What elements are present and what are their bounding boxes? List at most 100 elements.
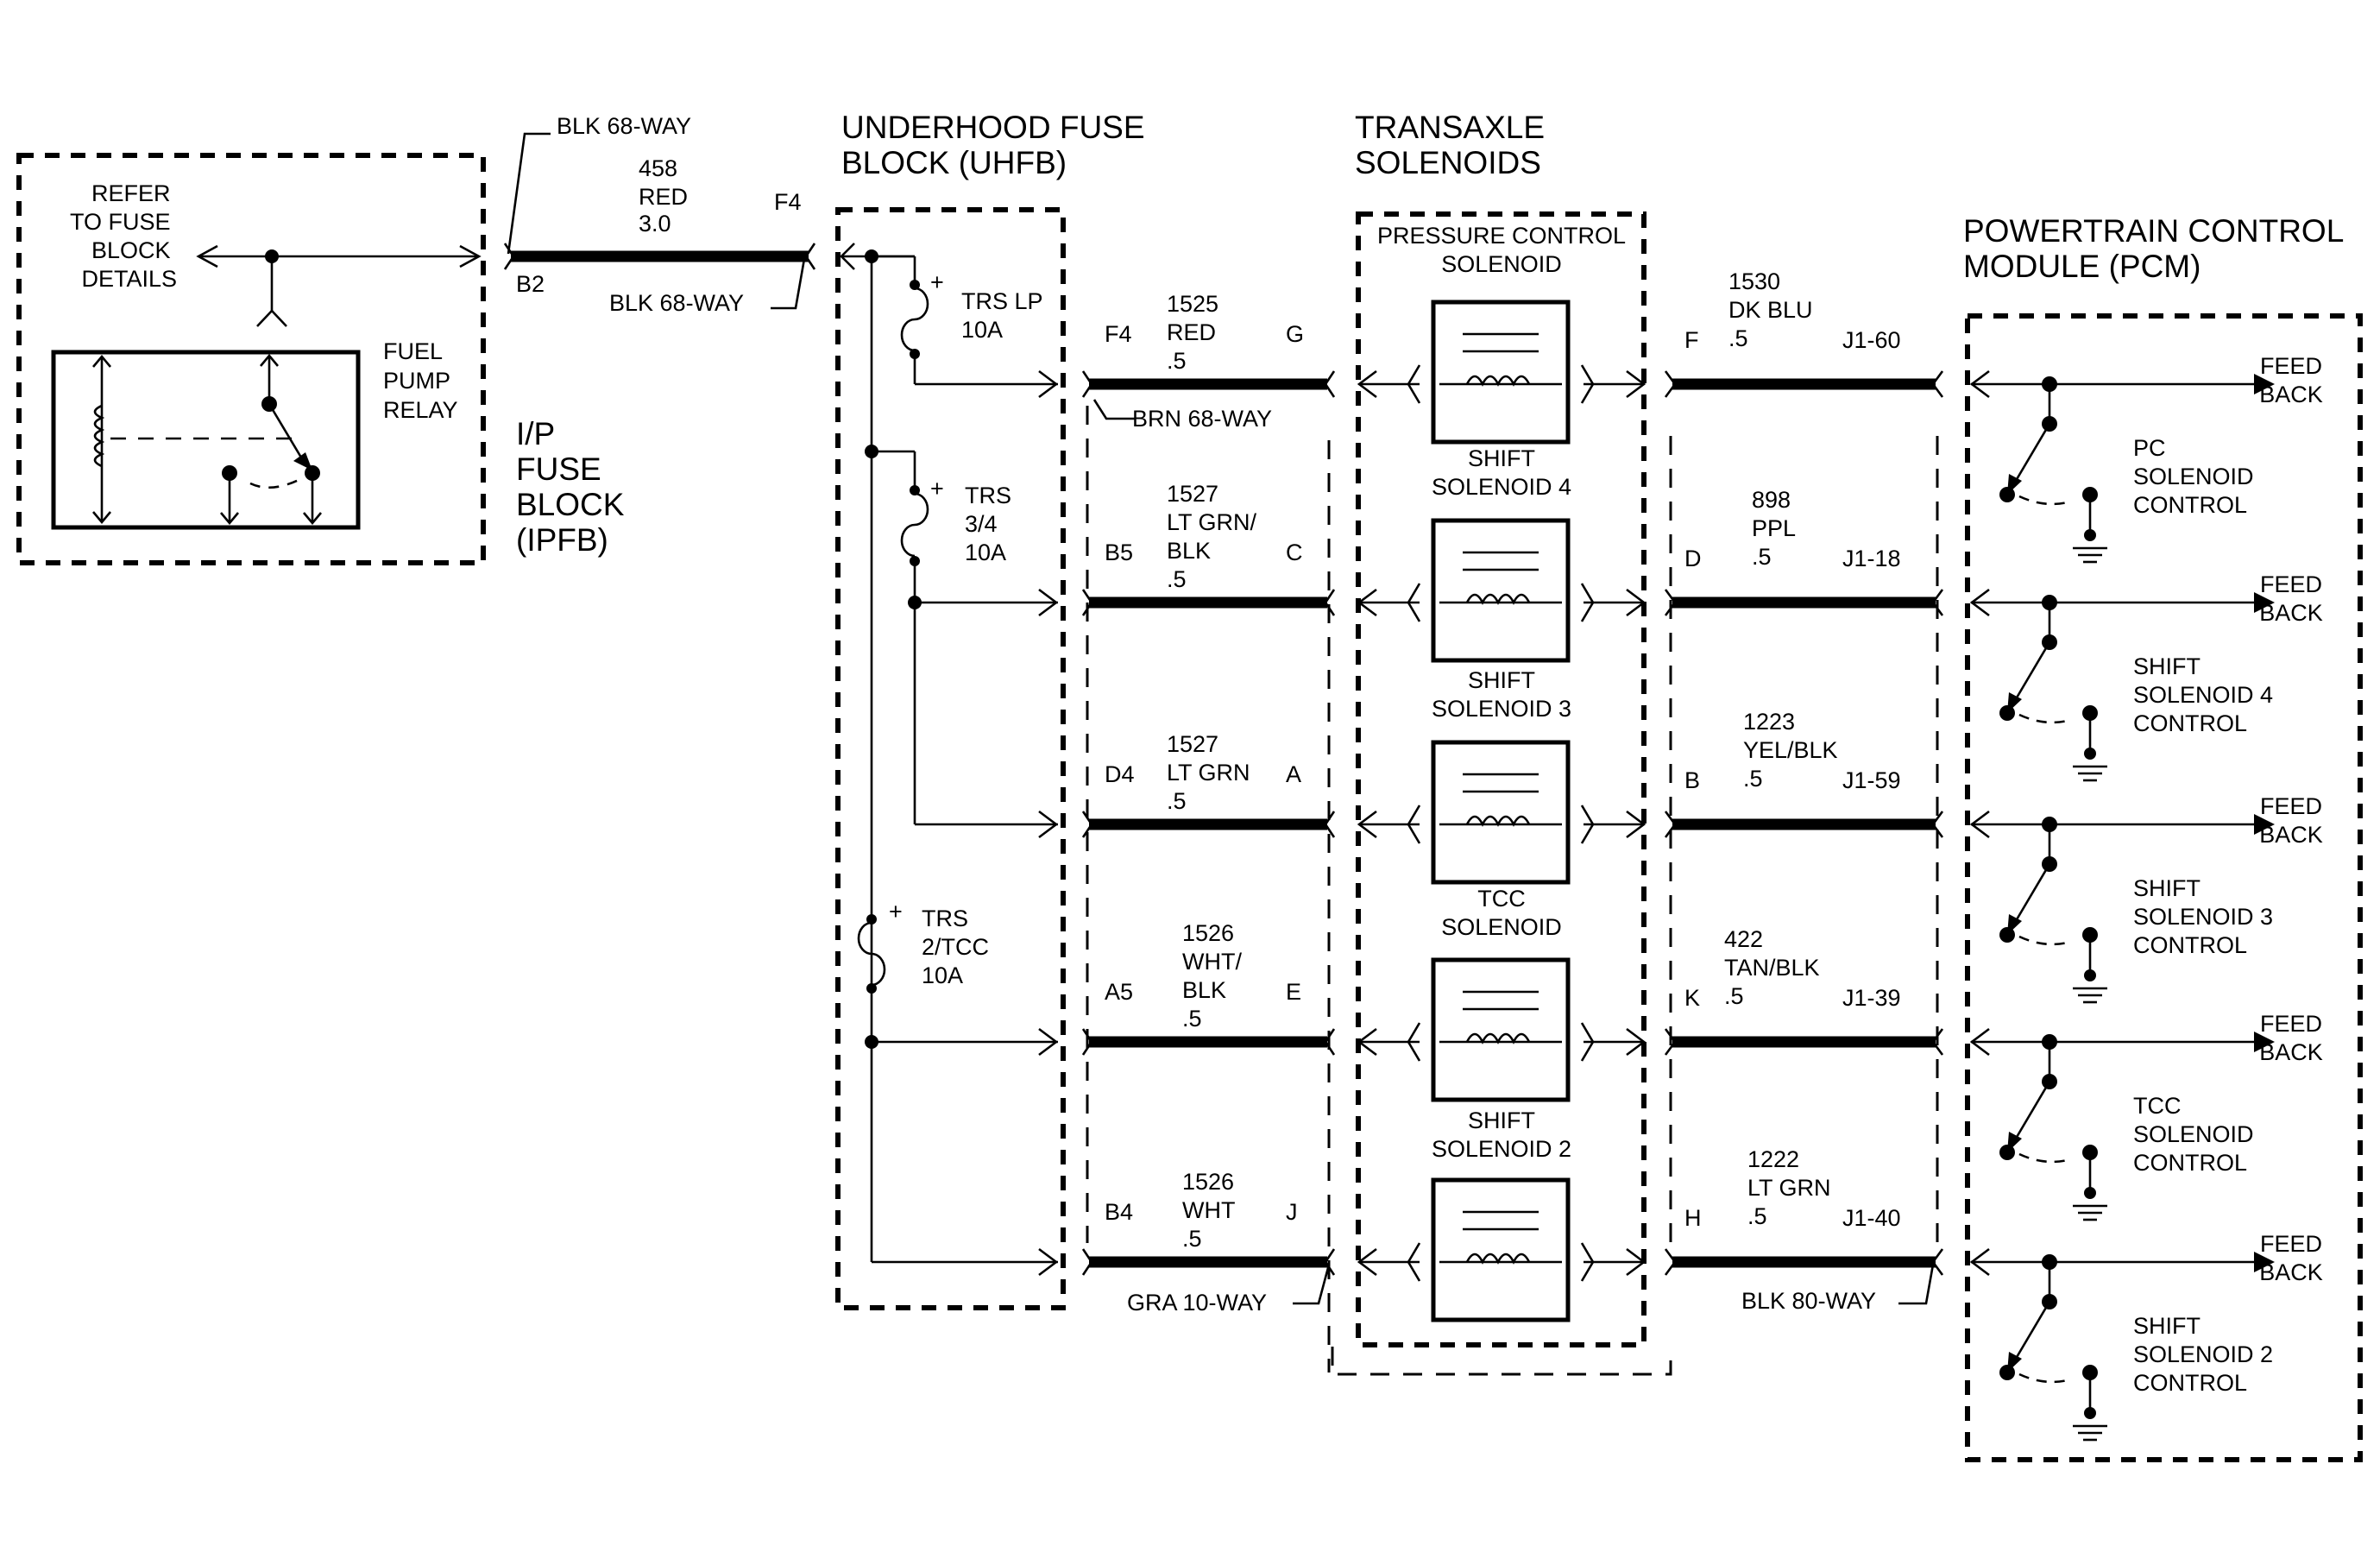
pin-label: B4	[1105, 1199, 1133, 1225]
pin-label: J	[1286, 1199, 1298, 1225]
solenoid-box	[1431, 518, 1571, 663]
pin-label: A	[1286, 761, 1301, 787]
arrow-icon	[2254, 1032, 2275, 1052]
arrow-icon	[1357, 588, 1377, 617]
connector-cavity	[1324, 811, 1336, 838]
coil-icon	[1465, 1253, 1531, 1265]
pin-label: E	[1286, 979, 1301, 1005]
solenoid-box	[1431, 1177, 1571, 1322]
arrow-icon	[1626, 588, 1646, 617]
terminal-icon	[1580, 583, 1595, 622]
connector-cavity	[1664, 811, 1677, 838]
pin-label: D	[1684, 546, 1702, 571]
fuel-pump-relay-box	[51, 350, 361, 530]
solenoid-box	[1431, 957, 1571, 1102]
connector-cavity	[1081, 370, 1093, 398]
feed-circuit-458: BLK 68-WAY BLK 68-WAY 458 RED 3.0 B2 F4	[503, 113, 816, 316]
pin-label: B	[1684, 767, 1700, 793]
arrow-icon	[1626, 810, 1646, 839]
connector-cavity	[1081, 589, 1093, 616]
fuse-icon	[900, 287, 929, 352]
arrow-icon	[1626, 369, 1646, 399]
pin-label: C	[1286, 540, 1303, 565]
fuel-pump-relay-label: FUEL PUMP RELAY	[383, 338, 458, 423]
arrow-icon	[2254, 1252, 2275, 1272]
uhfb-boundary	[835, 207, 1066, 1310]
arrow-icon	[1969, 369, 1990, 399]
coil-icon	[1465, 375, 1531, 387]
pin-label: G	[1286, 321, 1304, 347]
arrow-icon	[1357, 1027, 1377, 1057]
arrow-icon	[1969, 810, 1990, 839]
arrow-icon	[1626, 1247, 1646, 1277]
fuse-polarity: +	[889, 899, 903, 924]
connector-blk-80-way: BLK 80-WAY	[1741, 1288, 1876, 1314]
connector-cavity	[1931, 370, 1944, 398]
solenoid-box	[1431, 740, 1571, 885]
connector-cavity	[1931, 1248, 1944, 1276]
arrow-icon	[2254, 814, 2275, 835]
circuit-458-label: 458 RED 3.0	[639, 155, 695, 237]
terminal-icon	[1407, 1022, 1421, 1062]
connector-cavity	[1664, 1248, 1677, 1276]
connector-cavity	[1931, 589, 1944, 616]
fuse-polarity: +	[930, 269, 944, 295]
pin-label: J1-39	[1842, 985, 1901, 1011]
connector-cavity	[1081, 811, 1093, 838]
connector-cavity	[1931, 811, 1944, 838]
pin-label: F4	[1105, 321, 1132, 347]
coil-icon	[1465, 1032, 1531, 1044]
connector-cavity	[1664, 1028, 1677, 1056]
refer-to-fuse-block-label: REFER TO FUSE BLOCK DETAILS	[70, 180, 177, 292]
arrow-icon	[1357, 1247, 1377, 1277]
terminal-icon	[1580, 805, 1595, 844]
connector-label-top: BLK 68-WAY	[557, 113, 691, 139]
connector-cavity	[1664, 370, 1677, 398]
pin-f4: F4	[774, 189, 802, 215]
pcm-boundary	[1965, 313, 2363, 1462]
fuse-icon	[857, 921, 886, 987]
connector-cavity	[1324, 1028, 1336, 1056]
terminal-icon	[1580, 1022, 1595, 1062]
connector-cavity	[1324, 1248, 1336, 1276]
pcm-title: POWERTRAIN CONTROL MODULE (PCM)	[1963, 213, 2352, 284]
connector-cavity	[1324, 370, 1336, 398]
connector-cavity	[1081, 1028, 1093, 1056]
transaxle-title: TRANSAXLE SOLENOIDS	[1355, 110, 1553, 180]
pin-label: J1-18	[1842, 546, 1901, 571]
uhfb-section: UNDERHOOD FUSE BLOCK (UHFB) + TRS LP 10A	[835, 110, 1145, 1310]
arrow-icon	[1969, 588, 1990, 617]
solenoid-box	[1431, 300, 1571, 445]
fuse-polarity: +	[930, 476, 944, 502]
arrow-icon	[2254, 592, 2275, 613]
fuse-icon	[900, 492, 929, 558]
relay-coil-icon	[93, 404, 105, 468]
arrow-icon	[1626, 1027, 1646, 1057]
arrow-icon	[1357, 810, 1377, 839]
connector-cavity	[1664, 589, 1677, 616]
terminal-icon	[1407, 1242, 1421, 1282]
terminal-icon	[1407, 805, 1421, 844]
